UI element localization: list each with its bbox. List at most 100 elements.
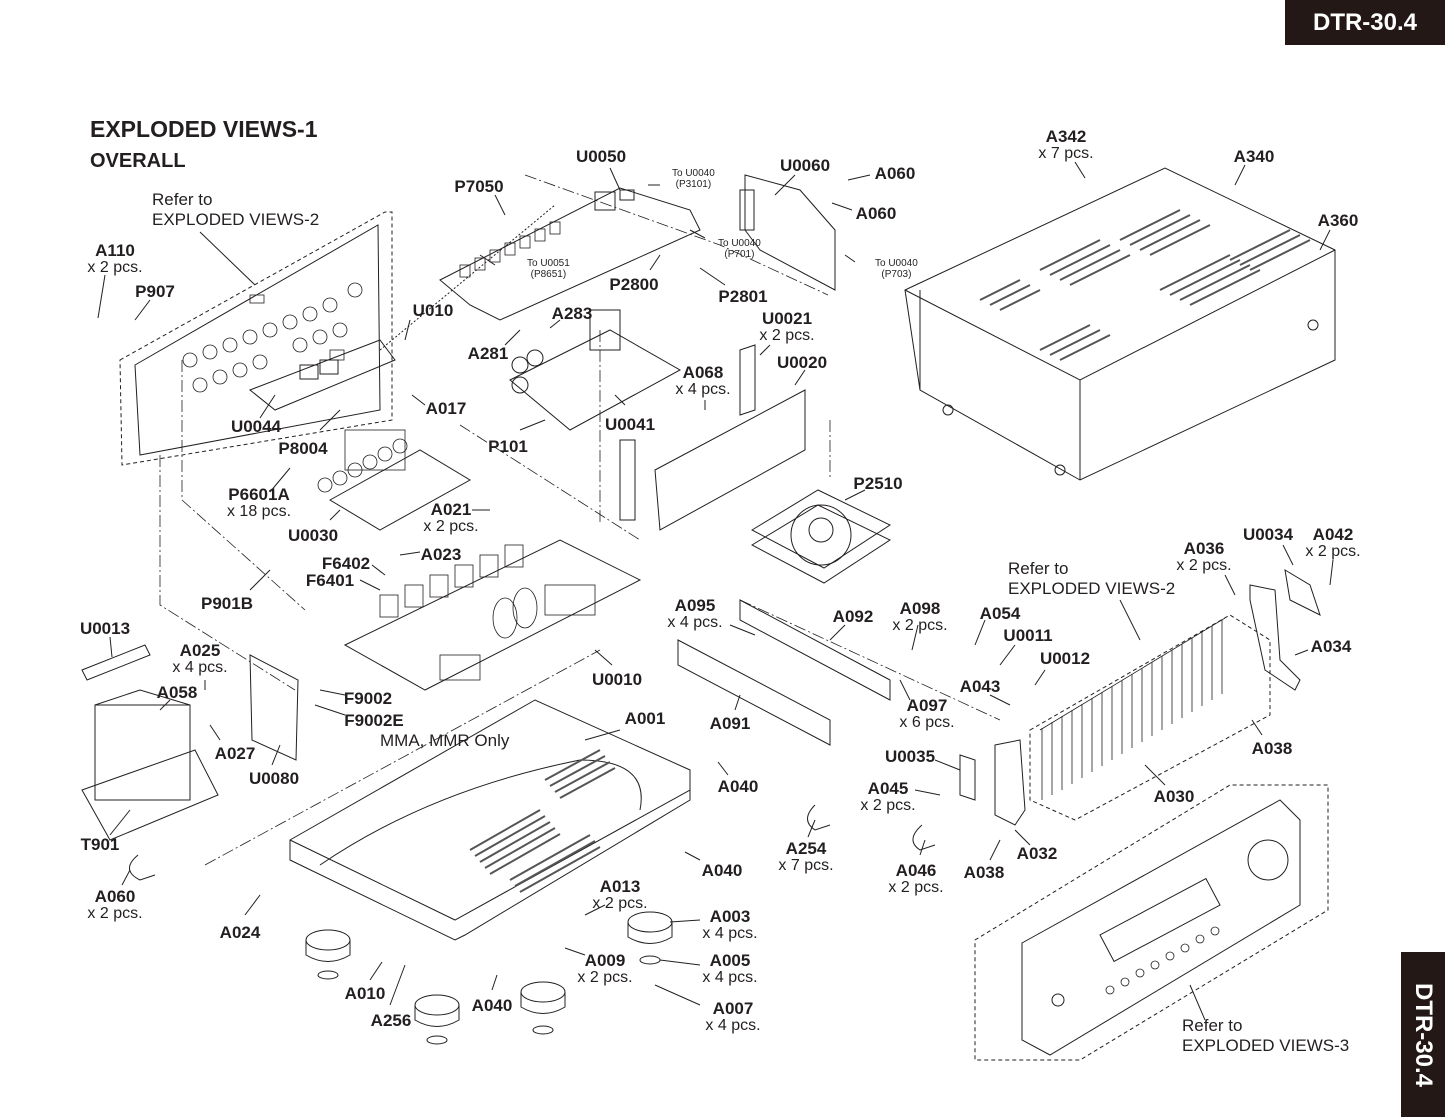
- leader-p2801: [699, 267, 726, 286]
- leader-a360: [1319, 229, 1331, 251]
- part-number: F9002E: [344, 711, 404, 730]
- leader-p7050: [494, 194, 506, 216]
- leader-a098: [911, 624, 919, 651]
- leader-a038: [989, 839, 1001, 861]
- part-number: A027: [214, 744, 256, 763]
- callout-u0012: U0012: [1040, 650, 1090, 667]
- callout-a040: A040: [472, 997, 513, 1014]
- leader-u0044: [259, 394, 276, 419]
- leader-a001: [584, 729, 621, 741]
- leader-t901: [109, 809, 131, 836]
- part-number: A021: [430, 500, 472, 519]
- callout-a027: A027: [215, 745, 256, 762]
- part-number: A092: [832, 607, 874, 626]
- board-u0060: [739, 174, 836, 291]
- part-number: A040: [701, 861, 743, 880]
- part-number: P2801: [718, 287, 768, 306]
- part-quantity: x 6 pcs.: [899, 714, 955, 731]
- callout-u0041: U0041: [605, 416, 655, 433]
- part-number: P6601A: [228, 485, 290, 504]
- callout-f9002: F9002: [344, 690, 392, 707]
- leader-a110: [97, 274, 106, 319]
- part-number: U0060: [779, 156, 831, 175]
- arrow-connector: [689, 229, 706, 239]
- leader-p2800: [649, 254, 661, 271]
- leader-a032: [1014, 829, 1031, 846]
- part-number: U0011: [1003, 626, 1053, 645]
- part-number: A025: [179, 641, 221, 660]
- leader-a007: [654, 984, 701, 1006]
- board-u0041: [509, 309, 682, 431]
- part-number: A013: [599, 877, 641, 896]
- part-number: A010: [344, 984, 386, 1003]
- part-number: A060: [855, 204, 897, 223]
- part-number: A054: [979, 604, 1021, 623]
- leader-f9002: [319, 689, 346, 696]
- callout-f6402: F6402: [322, 555, 370, 572]
- part-quantity: x 4 pcs.: [702, 969, 758, 986]
- leader-a091: [734, 694, 741, 711]
- leader-lines: [97, 161, 1334, 1021]
- part-quantity: x 2 pcs.: [892, 617, 948, 634]
- callout-p8004: P8004: [278, 440, 327, 457]
- part-quantity: x 2 pcs.: [1305, 543, 1361, 560]
- heatsink: [1029, 614, 1271, 821]
- part-quantity: x 2 pcs.: [1176, 557, 1232, 574]
- part-number: A007: [712, 999, 754, 1018]
- chassis: [289, 699, 691, 941]
- fan-brackets: [677, 599, 891, 746]
- part-number: U0044: [230, 417, 282, 436]
- note-line: EXPLODED VIEWS-3: [1182, 1036, 1350, 1055]
- part-number: U010: [412, 301, 454, 320]
- part-number: A091: [709, 714, 751, 733]
- callout-p7050: P7050: [454, 178, 503, 195]
- note-line: Refer to: [1008, 559, 1069, 578]
- board-u0020: [619, 344, 806, 531]
- leader-u0020: [794, 369, 806, 386]
- board-u0080: [249, 654, 299, 761]
- leader-a013: [584, 904, 606, 916]
- leader-f6401: [359, 579, 381, 591]
- part-number: A003: [709, 907, 751, 926]
- note-line: Refer to: [152, 190, 213, 209]
- callout-a256: A256: [371, 1012, 412, 1029]
- leader-a036: [1224, 574, 1236, 596]
- callout-u0034: U0034: [1243, 526, 1293, 543]
- part-number: U0030: [287, 526, 339, 545]
- callout-a340: A340: [1234, 148, 1275, 165]
- part-number: U0013: [79, 619, 131, 638]
- callout-u0080: U0080: [249, 770, 299, 787]
- part-number: A340: [1233, 147, 1275, 166]
- board-u0050: [379, 187, 701, 351]
- model-tab: DTR-30.4: [1285, 0, 1445, 45]
- part-number: A017: [425, 399, 467, 418]
- part-number: P101: [488, 437, 528, 456]
- rear-panel: [119, 211, 393, 466]
- page-title: EXPLODED VIEWS-1: [90, 116, 318, 142]
- leader-a017: [411, 394, 426, 406]
- leader-p2510: [844, 489, 866, 501]
- top-cover: [904, 167, 1336, 481]
- part-quantity: x 4 pcs.: [705, 1017, 761, 1034]
- part-number: P907: [135, 282, 175, 301]
- callout-u0060: U0060: [780, 157, 830, 174]
- connector-note: To U0040(P701): [718, 238, 761, 260]
- part-number: A254: [785, 839, 827, 858]
- part-number: A046: [895, 861, 937, 880]
- part-number: P2510: [853, 474, 903, 493]
- leader-ref-ev3-front: [1189, 984, 1206, 1021]
- front-panel: [974, 784, 1329, 1061]
- leader-a097: [899, 679, 911, 701]
- part-number: A283: [551, 304, 593, 323]
- callout-p101: P101: [488, 438, 528, 455]
